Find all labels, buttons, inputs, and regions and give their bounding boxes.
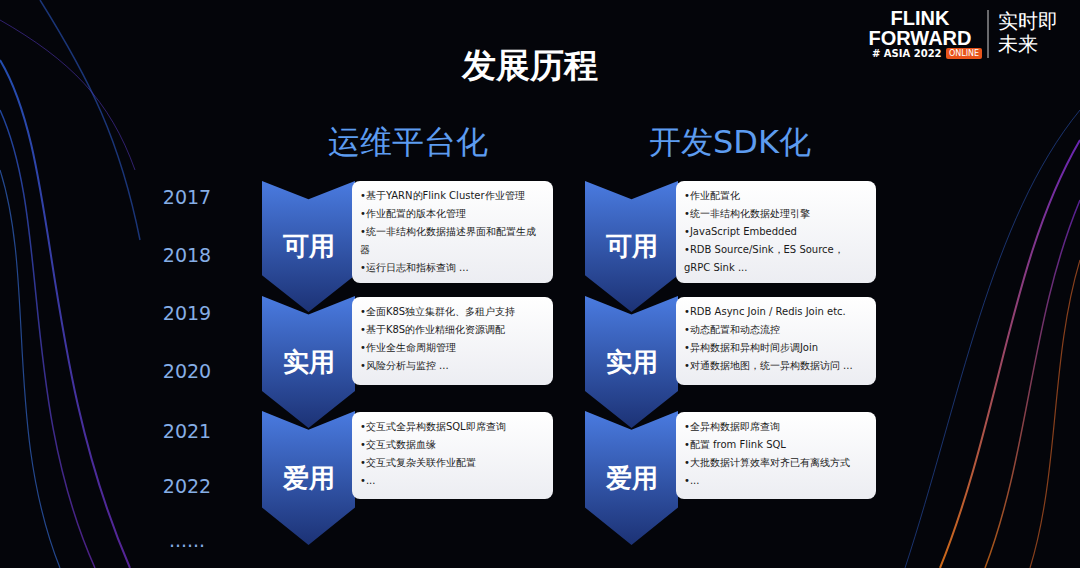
year-label: 2017	[145, 185, 229, 209]
feature-item: •...	[360, 472, 545, 490]
feature-box: •全异构数据即席查询•配置 from Flink SQL•大批数据计算效率对齐已…	[676, 412, 876, 499]
year-label: 2020	[145, 359, 229, 383]
feature-item: •全面K8S独立集群化、多租户支持	[360, 303, 545, 321]
feature-item: •异构数据和异构时间步调Join	[684, 339, 868, 357]
chevron-fill	[585, 411, 678, 545]
stage-chevron: 爱用	[585, 411, 678, 545]
feature-item: •配置 from Flink SQL	[684, 436, 868, 454]
feature-item: •运行日志和指标查询 ...	[360, 259, 545, 277]
column-heading: 运维平台化	[288, 122, 528, 162]
chevron-fill	[585, 296, 678, 428]
swirl-line	[905, 110, 1080, 568]
stage-name: 实用	[283, 345, 335, 380]
stage-chevron: 可用	[585, 181, 678, 312]
year-label: ......	[145, 528, 229, 552]
feature-item: •作业配置的版本化管理	[360, 205, 545, 223]
year-label: 2019	[145, 301, 229, 325]
chevron-fill	[585, 181, 678, 312]
feature-box: •RDB Async Join / Redis Join etc.•动态配置和动…	[676, 297, 876, 385]
stage-chevron: 可用	[262, 181, 355, 312]
stage-chevron: 实用	[585, 296, 678, 428]
feature-item: •RDB Async Join / Redis Join etc.	[684, 303, 868, 321]
feature-item: •基于K8S的作业精细化资源调配	[360, 321, 545, 339]
swirl-line	[0, 170, 60, 568]
feature-item: •交互式全异构数据SQL即席查询	[360, 418, 545, 436]
stage-chevron: 实用	[262, 296, 355, 428]
logo-separator	[988, 10, 989, 58]
feature-item: •统一非结构化数据描述界面和配置生成器	[360, 223, 545, 259]
feature-item: •作业全生命周期管理	[360, 339, 545, 357]
logo-wordmark: FLINK FORWARD	[858, 8, 982, 48]
feature-item: •作业配置化	[684, 187, 868, 205]
chevron-fill	[262, 411, 355, 545]
feature-item: •基于YARN的Flink Cluster作业管理	[360, 187, 545, 205]
swirl-line	[0, 110, 95, 568]
feature-item: •交互式数据血缘	[360, 436, 545, 454]
diagram-title: 发展历程	[380, 44, 680, 86]
stage-name: 爱用	[283, 461, 335, 496]
feature-box: •交互式全异构数据SQL即席查询•交互式数据血缘•交互式复杂关联作业配置•...	[352, 412, 553, 499]
swirl-line	[1030, 260, 1080, 568]
feature-item: •...	[684, 472, 868, 490]
feature-item: •动态配置和动态流控	[684, 321, 868, 339]
year-label: 2018	[145, 243, 229, 267]
stage-name: 实用	[606, 345, 658, 380]
stage-name: 可用	[283, 229, 335, 264]
swirl-line	[0, 20, 135, 170]
stage-name: 爱用	[606, 461, 658, 496]
column-heading: 开发SDK化	[610, 122, 850, 162]
swirl-line	[985, 200, 1080, 568]
feature-item: •风险分析与监控 ...	[360, 357, 545, 375]
feature-item: •统一非结构化数据处理引擎	[684, 205, 868, 223]
feature-item: •全异构数据即席查询	[684, 418, 868, 436]
feature-item: •交互式复杂关联作业配置	[360, 454, 545, 472]
feature-item: •大批数据计算效率对齐已有离线方式	[684, 454, 868, 472]
stage-name: 可用	[606, 229, 658, 264]
feature-item: •JavaScript Embedded	[684, 223, 868, 241]
feature-box: •作业配置化•统一非结构化数据处理引擎•JavaScript Embedded•…	[676, 181, 876, 283]
feature-item: •对通数据地图，统一异构数据访问 ...	[684, 357, 868, 375]
logo-slogan: 实时即 未来	[998, 10, 1064, 56]
logo-badge: ONLINE	[946, 48, 982, 59]
chevron-fill	[262, 181, 355, 312]
feature-box: •基于YARN的Flink Cluster作业管理•作业配置的版本化管理•统一非…	[352, 181, 553, 283]
year-label: 2021	[145, 419, 229, 443]
year-label: 2022	[145, 474, 229, 498]
stage-chevron: 爱用	[262, 411, 355, 545]
swirl-line	[40, 0, 140, 240]
swirl-line	[940, 140, 1080, 568]
chevron-fill	[262, 296, 355, 428]
logo-subtitle: # ASIA 2022	[872, 48, 942, 60]
feature-box: •全面K8S独立集群化、多租户支持•基于K8S的作业精细化资源调配•作业全生命周…	[352, 297, 553, 385]
feature-item: •RDB Source/Sink，ES Source，gRPC Sink ...	[684, 241, 868, 277]
